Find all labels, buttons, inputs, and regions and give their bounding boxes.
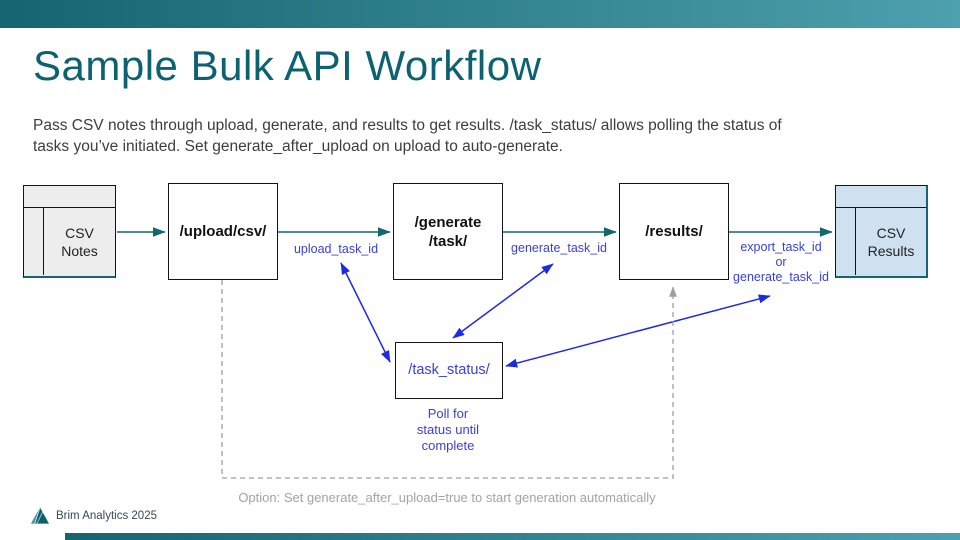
csv-results-file-icon: CSV Results <box>835 185 928 278</box>
node-upload-endpoint: /upload/csv/ <box>168 183 278 280</box>
csv-notes-file-icon: CSV Notes <box>23 185 116 278</box>
csv-results-label: CSV Results <box>867 224 915 259</box>
csv-results-header-row <box>836 186 926 208</box>
brim-logo-icon <box>31 507 49 524</box>
csv-notes-header-row <box>24 186 115 208</box>
footer: Brim Analytics 2025 <box>31 507 157 524</box>
csv-notes-label: CSV Notes <box>61 224 98 259</box>
slide-title: Sample Bulk API Workflow <box>33 42 542 89</box>
description-line-2: tasks you’ve initiated. Set generate_aft… <box>33 138 563 155</box>
csv-results-left-column <box>836 208 856 276</box>
label-upload-task-id: upload_task_id <box>293 242 379 256</box>
arrow-taskstatus-uploadid <box>340 262 391 363</box>
poll-status-note: Poll for status until complete <box>416 406 480 453</box>
top-accent-bar <box>0 0 960 28</box>
option-note: Option: Set generate_after_upload=true t… <box>238 490 656 505</box>
bottom-accent-bar <box>65 533 960 540</box>
label-export-task-id: export_task_id or generate_task_id <box>733 240 829 284</box>
label-generate-task-id: generate_task_id <box>511 241 607 255</box>
csv-notes-left-column <box>24 208 44 276</box>
description-line-1: Pass CSV notes through upload, generate,… <box>33 117 782 134</box>
node-task-status-endpoint: /task_status/ <box>395 342 503 399</box>
footer-brand: Brim Analytics 2025 <box>56 509 157 522</box>
node-generate-endpoint: /generate /task/ <box>393 183 503 280</box>
arrow-taskstatus-exportid <box>505 294 771 368</box>
slide-description: Pass CSV notes through upload, generate,… <box>33 115 782 157</box>
node-results-endpoint: /results/ <box>619 183 729 280</box>
